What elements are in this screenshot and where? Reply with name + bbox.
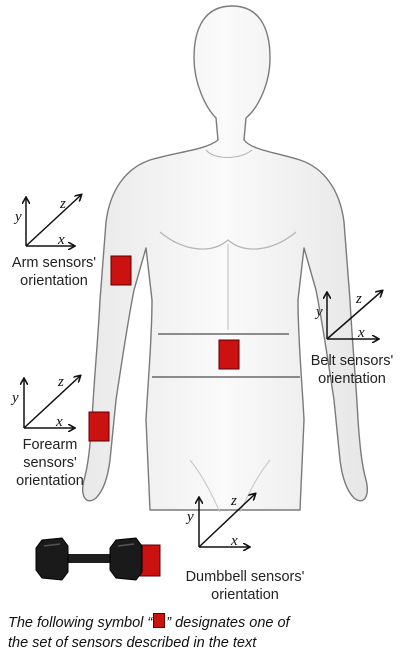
dumbbell-y-label: y [185,509,194,525]
dumbbell-label-line-1: Dumbbell sensors' [170,568,320,586]
dumbbell-z-label: z [230,493,237,509]
arm-z-label: z [59,196,66,212]
caption-text-after: ” designates one of [166,615,289,631]
forearm-axes [24,376,80,428]
dumbbell-label-line-2: orientation [170,586,320,604]
belt-z-label: z [355,291,362,307]
forearm-z-label: z [57,374,64,390]
belt-label-line-2: orientation [302,370,402,388]
forearm-y-label: y [10,390,19,406]
forearm-label-line-2: sensors' [4,454,96,472]
forearm-x-label: x [55,414,63,430]
forearm-label-line-1: Forearm [4,436,96,454]
dumbbell-icon [36,538,142,580]
belt-orientation-label: Belt sensors' orientation [302,352,402,388]
sensor-symbol-icon [153,613,165,628]
belt-y-label: y [314,304,323,320]
forearm-orientation-label: Forearm sensors' orientation [4,436,96,490]
caption-text-before: The following symbol “ [8,615,152,631]
dumbbell-orientation-label: Dumbbell sensors' orientation [170,568,320,604]
legend-caption: The following symbol “ ” designates one o… [8,613,398,653]
arm-label-line-1: Arm sensors' [4,254,104,272]
dumbbell-x-label: x [230,533,238,549]
arm-label-line-2: orientation [4,272,104,290]
dumbbell-sensor [140,545,160,576]
arm-orientation-label: Arm sensors' orientation [4,254,104,290]
arm-y-label: y [13,209,22,225]
forearm-label-line-3: orientation [4,472,96,490]
belt-x-label: x [357,325,365,341]
belt-label-line-1: Belt sensors' [302,352,402,370]
arm-axes [26,195,81,246]
arm-x-label: x [57,232,65,248]
belt-sensor [219,340,239,369]
arm-sensor [111,256,131,285]
caption-text-line-2: the set of sensors described in the text [8,635,256,651]
